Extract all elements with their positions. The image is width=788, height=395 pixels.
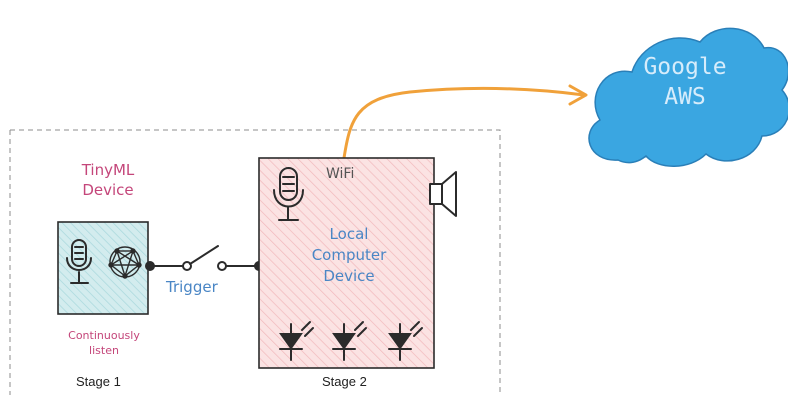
trigger-label: Trigger — [166, 278, 218, 296]
cloud-label: Google AWS — [622, 52, 748, 112]
stage-1-label: Stage 1 — [76, 374, 121, 389]
tinyml-caption-line1: Continuously — [68, 329, 140, 342]
microphone-icon — [273, 167, 304, 221]
tinyml-title-line2: Device — [82, 181, 134, 199]
led-icon — [279, 321, 314, 361]
local-line1: Local — [329, 225, 369, 243]
cloud-line1: Google — [643, 54, 727, 80]
local-line2: Computer — [311, 246, 387, 264]
system-boundary — [9, 129, 501, 395]
tinyml-caption: Continuously listen — [55, 328, 153, 358]
speaker-icon — [429, 171, 457, 217]
wifi-label: WiFi — [326, 166, 355, 182]
tinyml-title-line1: TinyML — [81, 161, 135, 179]
tinyml-caption-line2: listen — [89, 344, 119, 357]
switch-icon — [145, 245, 264, 271]
wifi-to-cloud-arrow — [342, 84, 588, 160]
cloud-icon — [588, 27, 788, 167]
stage-2-label: Stage 2 — [322, 374, 367, 389]
tinyml-title: TinyML Device — [72, 160, 144, 200]
cloud-line2: AWS — [664, 84, 706, 110]
microphone-icon — [66, 239, 92, 284]
local-computer-label: Local Computer Device — [300, 224, 398, 287]
neural-network-icon — [108, 246, 142, 279]
led-icon — [332, 321, 367, 361]
led-icon — [388, 321, 423, 361]
local-line3: Device — [323, 267, 375, 285]
